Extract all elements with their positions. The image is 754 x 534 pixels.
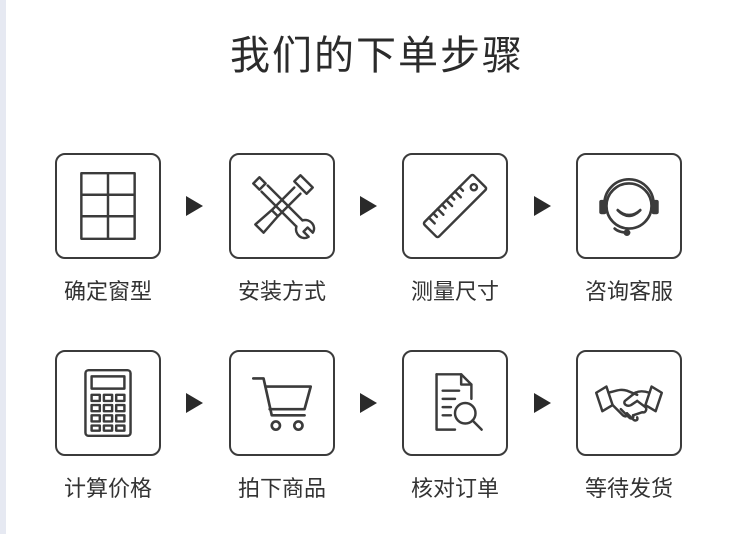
step-label: 测量尺寸 [410,280,499,305]
step-tile [229,153,335,259]
wrench-screwdriver-icon [252,174,316,240]
arrow-right-icon [186,393,203,413]
step-tile [55,153,161,259]
step-label: 核对订单 [410,477,499,502]
step-label: 确定窗型 [63,280,152,305]
step-label: 拍下商品 [237,477,326,502]
arrow-right-icon [186,196,203,216]
calculator-icon [84,368,132,438]
shopping-cart-icon [251,377,313,431]
arrow-right-icon [360,393,377,413]
arrow-right-icon [534,196,551,216]
handshake-icon [594,385,664,422]
step-tile [402,350,508,456]
step-label: 等待发货 [584,477,673,502]
step-tile [402,153,508,259]
step-tile [229,350,335,456]
ruler-icon [422,173,488,239]
window-grid-icon [80,171,136,241]
arrow-right-icon [534,393,551,413]
document-search-icon [435,373,483,431]
left-accent-strip [0,0,6,534]
page-title: 我们的下单步骤 [230,33,524,79]
step-label: 计算价格 [63,477,152,502]
headset-icon [599,178,659,237]
step-tile [55,350,161,456]
arrow-right-icon [360,196,377,216]
step-label: 咨询客服 [584,280,673,305]
step-tile [576,153,682,259]
step-tile [576,350,682,456]
step-label: 安装方式 [237,280,326,305]
